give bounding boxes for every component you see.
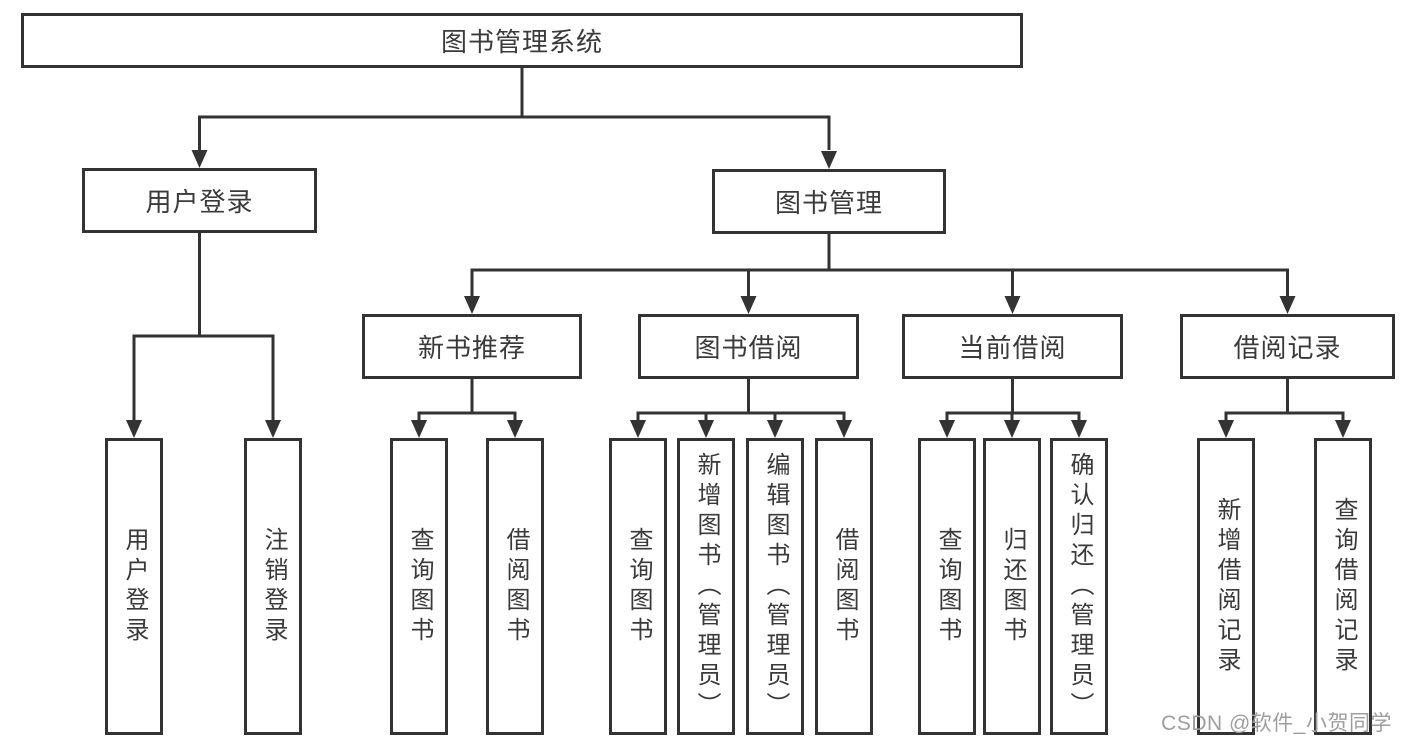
leaf-query-books-recommend: 查询图书 bbox=[390, 438, 448, 735]
node-current-borrow-label: 当前借阅 bbox=[958, 333, 1067, 363]
node-user-login: 用户登录 bbox=[82, 168, 317, 233]
node-user-login-label: 用户登录 bbox=[145, 187, 254, 217]
leaf-borrow-books-recommend-label: 借阅图书 bbox=[502, 526, 529, 647]
leaf-borrow-books-label: 借阅图书 bbox=[831, 526, 858, 647]
node-book-borrow-label: 图书借阅 bbox=[694, 333, 803, 363]
leaf-user-login: 用户登录 bbox=[105, 438, 163, 735]
leaf-add-book-admin-label: 新增图书（管理员） bbox=[693, 451, 720, 722]
csdn-watermark: CSDN @软件_小贺同学 bbox=[1161, 712, 1392, 735]
leaf-logout-label: 注销登录 bbox=[260, 526, 287, 647]
node-borrow-records: 借阅记录 bbox=[1180, 314, 1395, 379]
node-current-borrow: 当前借阅 bbox=[902, 314, 1123, 379]
node-book-management: 图书管理 bbox=[712, 169, 946, 234]
node-book-management-label: 图书管理 bbox=[774, 188, 883, 218]
leaf-query-borrow-record-label: 查询借阅记录 bbox=[1330, 496, 1357, 677]
leaf-add-book-admin: 新增图书（管理员） bbox=[677, 438, 735, 735]
leaf-edit-book-admin-label: 编辑图书（管理员） bbox=[762, 451, 789, 722]
leaf-confirm-return-admin-label: 确认归还（管理员） bbox=[1066, 451, 1093, 722]
leaf-return-book-label: 归还图书 bbox=[999, 526, 1026, 647]
leaf-edit-book-admin: 编辑图书（管理员） bbox=[746, 438, 804, 735]
node-borrow-records-label: 借阅记录 bbox=[1233, 333, 1342, 363]
leaf-query-books-borrow: 查询图书 bbox=[609, 438, 667, 735]
connector-borrow-records-branch bbox=[1224, 411, 1345, 420]
leaf-query-books-current: 查询图书 bbox=[918, 438, 976, 735]
node-root-label: 图书管理系统 bbox=[440, 27, 603, 57]
node-new-book-recommend: 新书推荐 bbox=[362, 314, 582, 379]
leaf-query-books-borrow-label: 查询图书 bbox=[625, 526, 652, 647]
node-root: 图书管理系统 bbox=[21, 13, 1023, 68]
connector-root-branch bbox=[198, 115, 831, 150]
leaf-query-borrow-record: 查询借阅记录 bbox=[1314, 438, 1372, 735]
leaf-add-borrow-record: 新增借阅记录 bbox=[1197, 438, 1255, 735]
node-book-borrow: 图书借阅 bbox=[638, 314, 859, 379]
connector-current-borrow-branch bbox=[945, 411, 1081, 420]
leaf-confirm-return-admin: 确认归还（管理员） bbox=[1050, 438, 1108, 735]
node-new-book-recommend-label: 新书推荐 bbox=[417, 333, 526, 363]
leaf-borrow-books: 借阅图书 bbox=[815, 438, 873, 735]
leaf-user-login-label: 用户登录 bbox=[121, 526, 148, 647]
connector-book-mgmt-branch bbox=[470, 268, 1289, 296]
leaf-borrow-books-recommend: 借阅图书 bbox=[486, 438, 544, 735]
connector-new-book-branch bbox=[417, 411, 517, 420]
leaf-add-borrow-record-label: 新增借阅记录 bbox=[1213, 496, 1240, 677]
connector-user-login-branch bbox=[132, 334, 275, 420]
leaf-query-books-current-label: 查询图书 bbox=[934, 526, 961, 647]
connector-book-borrow-branch bbox=[636, 411, 846, 420]
leaf-logout: 注销登录 bbox=[244, 438, 302, 735]
leaf-return-book: 归还图书 bbox=[983, 438, 1041, 735]
leaf-query-books-recommend-label: 查询图书 bbox=[406, 526, 433, 647]
